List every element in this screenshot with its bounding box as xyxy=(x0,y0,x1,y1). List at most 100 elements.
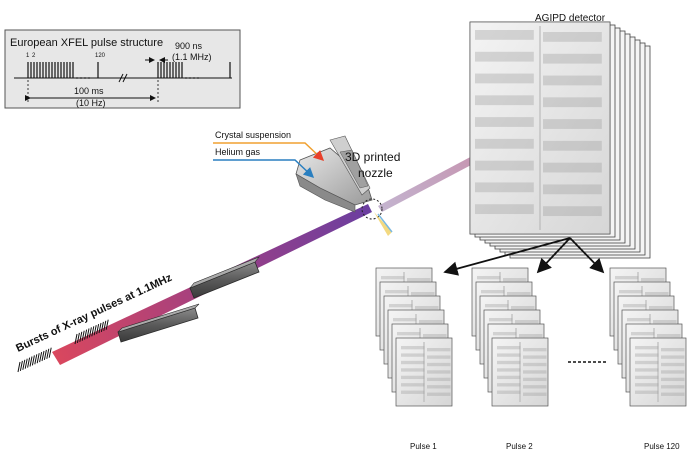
module-row xyxy=(661,370,685,374)
burst-mark xyxy=(74,333,78,345)
pulse-label-2: 2 xyxy=(32,53,36,59)
module-row xyxy=(543,119,602,129)
module-row xyxy=(477,276,501,280)
detector-label: AGIPD detector xyxy=(535,13,606,24)
module-row xyxy=(497,383,521,387)
module-row xyxy=(627,318,651,322)
burst-mark xyxy=(24,358,28,369)
module-row xyxy=(661,348,685,352)
burst-mark xyxy=(39,352,43,363)
module-row xyxy=(635,360,659,365)
burst-mark xyxy=(86,328,90,339)
module-row xyxy=(543,206,602,217)
module-row xyxy=(493,332,517,336)
module-row xyxy=(543,75,602,86)
burst-mark xyxy=(103,320,107,331)
module-row xyxy=(615,276,639,280)
module-row xyxy=(497,375,521,380)
burst-mark xyxy=(36,353,40,364)
module-row xyxy=(661,355,685,359)
module-row xyxy=(503,278,527,282)
helium-feed-line xyxy=(213,159,315,179)
module-row xyxy=(385,290,409,294)
module-row xyxy=(645,292,669,296)
module-row xyxy=(519,334,543,338)
optic-tube-1 xyxy=(117,303,200,343)
burst-mark xyxy=(27,357,31,368)
module-row xyxy=(475,204,534,215)
frames-pulse-2 xyxy=(471,267,549,407)
module-row xyxy=(401,375,425,380)
pulse-120-label: Pulse 120 xyxy=(644,442,680,451)
module-row xyxy=(635,346,659,350)
module-row xyxy=(415,306,439,310)
burst-mark xyxy=(76,332,80,343)
module-row xyxy=(635,353,659,357)
module-row xyxy=(635,375,659,380)
pulse-1-label: Pulse 1 xyxy=(410,442,437,451)
module-row xyxy=(543,97,602,108)
module-row xyxy=(475,160,534,171)
pulse-label-120: 120 xyxy=(95,53,106,59)
module-row xyxy=(515,320,539,324)
axis-break-icon xyxy=(118,73,128,83)
burst-mark xyxy=(79,331,83,342)
arrow-to-pulse-120 xyxy=(569,237,605,274)
module-row xyxy=(427,377,451,382)
train-rate-label: (10 Hz) xyxy=(76,98,106,108)
pulse-burst-marks xyxy=(17,319,109,373)
burst-mark xyxy=(41,350,45,362)
module-row xyxy=(543,32,602,42)
module-row xyxy=(397,332,421,336)
burst-mark xyxy=(93,325,97,336)
module-row xyxy=(641,278,665,282)
module-row xyxy=(511,306,535,310)
pulse-2-label: Pulse 2 xyxy=(506,442,533,451)
module-row xyxy=(661,362,685,367)
diffraction-frame xyxy=(629,337,687,407)
frames-pulse-120 xyxy=(609,267,687,407)
burst-mark xyxy=(48,347,52,358)
module-row xyxy=(427,385,451,389)
module-row xyxy=(427,362,451,367)
module-row xyxy=(661,377,685,382)
module-row xyxy=(543,53,602,64)
burst-mark xyxy=(84,329,88,340)
module-row xyxy=(523,370,547,374)
burst-mark xyxy=(96,324,100,335)
module-row xyxy=(497,368,521,372)
module-row xyxy=(475,51,534,62)
module-row xyxy=(485,304,509,308)
nozzle-label-line2: nozzle xyxy=(358,166,393,180)
module-row xyxy=(475,95,534,106)
module-row xyxy=(523,355,547,359)
module-row xyxy=(427,348,451,352)
burst-mark xyxy=(29,356,33,367)
module-row xyxy=(401,368,425,372)
pulse-rate-label: (1.1 MHz) xyxy=(172,52,212,62)
module-row xyxy=(523,385,547,389)
module-row xyxy=(401,383,425,387)
module-row xyxy=(497,390,521,394)
module-row xyxy=(497,360,521,365)
module-row xyxy=(389,304,413,308)
module-row xyxy=(475,117,534,127)
module-row xyxy=(489,318,513,322)
pulse-train-left xyxy=(27,62,99,78)
burst-mark xyxy=(91,326,95,337)
module-row xyxy=(661,392,685,396)
burst-mark xyxy=(17,361,21,373)
module-row xyxy=(401,360,425,365)
diffraction-frame xyxy=(395,337,453,407)
burst-mark xyxy=(31,355,35,366)
module-row xyxy=(631,332,655,336)
module-row xyxy=(401,346,425,350)
liquid-jet xyxy=(374,212,392,236)
nozzle-label-line1: 3D printed xyxy=(345,150,400,164)
crystal-feed-line xyxy=(213,142,325,162)
module-row xyxy=(523,392,547,396)
helium-sheath xyxy=(377,213,393,233)
module-row xyxy=(543,184,602,195)
frames-pulse-1 xyxy=(375,267,453,407)
